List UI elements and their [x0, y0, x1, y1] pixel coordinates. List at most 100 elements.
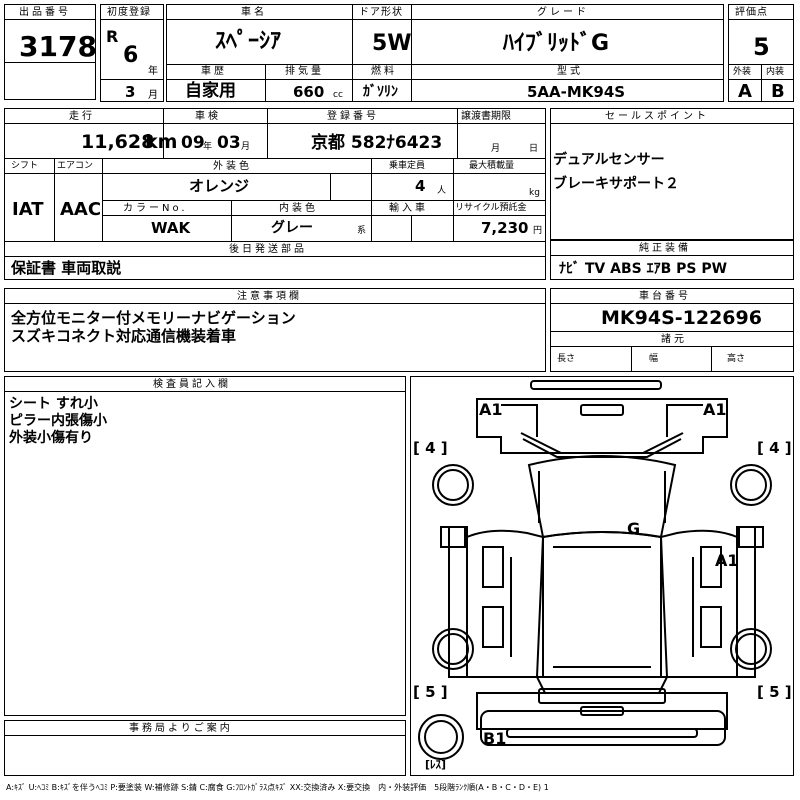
chassis-label: 車台番号 [639, 291, 691, 302]
exterior-score-label: 外装 [733, 67, 752, 77]
inspector-comment-1: シート すれ小 [9, 396, 98, 412]
sales-point-2: ブレーキサポート２ [553, 176, 679, 192]
transfer-day-unit: 日 [529, 144, 539, 154]
registration-label: 登録番号 [327, 111, 379, 122]
aircon-value: AAC [60, 199, 102, 220]
first-registration-year-unit: 年 [148, 66, 158, 77]
import-label: 輸入車 [389, 203, 428, 214]
inspector-comment-2: ピラー内張傷小 [9, 413, 107, 429]
grade-label: グレード [537, 7, 589, 18]
mark-right-door: A1 [715, 551, 739, 570]
color-no-label: カラーNo. [123, 203, 188, 214]
interior-score-label: 内装 [766, 67, 785, 77]
transfer-doc-label: 譲渡書期限 [461, 111, 511, 122]
score-label: 評価点 [735, 7, 768, 18]
lot-number-box: 出品番号 3178 [4, 4, 97, 100]
ext-color-label: 外装色 [213, 161, 252, 172]
mark-left-front-tire: [ 4 ] [413, 439, 448, 457]
transfer-month-unit: 月 [491, 144, 501, 154]
car-diagram [418, 380, 772, 760]
history-label: 車歴 [201, 66, 227, 77]
inspector-label: 検査員記入欄 [153, 379, 231, 390]
model-code-label: 型式 [557, 66, 583, 77]
mileage-unit: km [145, 131, 178, 153]
interior-score-value: B [771, 81, 785, 102]
mark-left-rear-tire: [ 5 ] [413, 683, 448, 701]
car-info-box: 車名 ドア形状 グレード ｽﾍﾟｰｼｱ 5W ﾊｲﾌﾞﾘｯﾄﾞG 車歴 排気量 … [166, 4, 724, 102]
shaken-month: 03 [217, 133, 241, 153]
capacity-label: 乗車定員 [389, 161, 426, 171]
equipment-box: 純正装備 ﾅﾋﾞ TV ABS ｴｱB PS PW [550, 240, 794, 280]
notes-line-2: スズキコネクト対応通信機装着車 [11, 327, 237, 345]
office-notice-label: 事務局よりご案内 [129, 723, 233, 734]
shift-value: IAT [12, 199, 44, 220]
legend-text: A:ｷｽﾞ U:ﾍｺﾐ B:ｷｽﾞを伴うﾍｺﾐ P:要塗装 W:補修跡 S:錆 … [6, 783, 549, 792]
recycle-label: リサイクル預託金 [455, 203, 527, 213]
inspector-comment-3: 外装小傷有り [9, 430, 93, 446]
lot-number-value: 3178 [19, 30, 97, 63]
car-name-label: 車名 [241, 7, 267, 18]
mileage-label: 走行 [69, 111, 95, 122]
score-overall-value: 5 [753, 33, 770, 61]
shift-label: シフト [11, 161, 39, 171]
recycle-unit: 円 [533, 226, 543, 236]
aircon-label: エアコン [57, 161, 94, 171]
notes-label: 注意事項欄 [237, 291, 302, 302]
recycle-value: 7,230 [481, 219, 529, 237]
first-registration-month: 3 [125, 83, 136, 101]
sales-point-label: セールスポイント [605, 111, 709, 122]
notes-box: 注意事項欄 全方位モニター付メモリーナビゲーション スズキコネクト対応通信機装着… [4, 288, 546, 372]
mark-right-rear-tire: [ 5 ] [757, 683, 792, 701]
mileage-value: 11,628 [81, 131, 155, 153]
score-box: 評価点 5 外装 内装 A B [728, 4, 794, 102]
shaken-month-unit: 月 [241, 142, 251, 152]
office-notice-box: 事務局よりご案内 [4, 720, 406, 776]
car-diagram-box: A1 A1 [ 4 ] [ 4 ] G A1 [ 5 ] [ 5 ] B1 [ﾚ… [410, 376, 794, 776]
first-registration-box: 初度登録 R 6 年 3 月 [100, 4, 164, 102]
dim-length-label: 長さ [557, 354, 576, 364]
first-registration-label: 初度登録 [107, 7, 151, 18]
dim-width-label: 幅 [649, 354, 659, 364]
first-registration-era: R [106, 27, 119, 46]
later-parts-value: 保証書 車両取説 [11, 259, 122, 277]
mark-front-right: A1 [703, 400, 727, 419]
int-color-label: 内装色 [279, 203, 318, 214]
ext-color-value: オレンジ [189, 177, 250, 195]
car-name-value: ｽﾍﾟｰｼｱ [215, 29, 282, 54]
later-parts-label: 後日発送部品 [229, 244, 307, 255]
max-load-unit: kg [529, 188, 540, 198]
grade-value: ﾊｲﾌﾞﾘｯﾄﾞG [503, 31, 610, 56]
fuel-label: 燃料 [371, 66, 397, 77]
notes-line-1: 全方位モニター付メモリーナビゲーション [11, 309, 296, 327]
first-registration-year: 6 [123, 43, 139, 68]
mark-spare: [ﾚｽ] [425, 758, 447, 771]
lot-number-label: 出品番号 [19, 7, 71, 18]
shaken-year-unit: 年 [203, 142, 213, 152]
capacity-value: 4 [415, 177, 426, 195]
shaken-year: 09 [181, 133, 205, 153]
capacity-unit: 人 [437, 186, 447, 196]
mark-front-left: A1 [479, 400, 503, 419]
max-load-label: 最大積載量 [469, 161, 515, 171]
first-registration-month-unit: 月 [148, 90, 158, 101]
mark-rear: B1 [483, 729, 507, 748]
mark-roof: G [627, 519, 641, 538]
mark-right-front-tire: [ 4 ] [757, 439, 792, 457]
int-color-value: グレー [271, 220, 313, 236]
sales-point-box: セールスポイント デュアルセンサー ブレーキサポート２ [550, 108, 794, 240]
displacement-value: 660 [293, 83, 325, 101]
dim-height-label: 高さ [727, 354, 746, 364]
shaken-label: 車検 [195, 111, 221, 122]
inspector-box: 検査員記入欄 シート すれ小 ピラー内張傷小 外装小傷有り [4, 376, 406, 716]
color-no-value: WAK [151, 219, 191, 237]
chassis-value: MK94S-122696 [601, 307, 762, 329]
int-color-unit: 系 [357, 226, 367, 236]
history-value: 自家用 [185, 81, 236, 101]
door-type-value: 5W [372, 31, 412, 56]
model-code-value: 5AA-MK94S [527, 83, 626, 101]
displacement-unit: cc [333, 90, 343, 100]
exterior-score-value: A [738, 81, 752, 102]
equipment-label: 純正装備 [639, 243, 691, 254]
door-type-label: ドア形状 [359, 7, 403, 18]
registration-value: 京都 582ﾅ6423 [311, 133, 443, 153]
